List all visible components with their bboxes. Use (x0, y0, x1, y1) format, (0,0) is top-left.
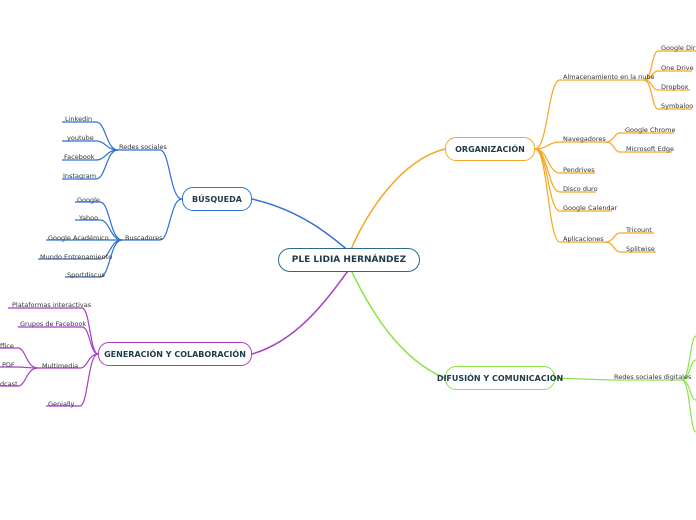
branch-busqueda (251, 198, 351, 253)
leaf-symbaloo[interactable]: Symbaloo (661, 102, 694, 110)
leaf-youtube[interactable]: youtube (67, 134, 94, 142)
node-busqueda[interactable]: BÚSQUEDA (182, 187, 252, 211)
leaf-buscadores[interactable]: Buscadores (125, 234, 163, 242)
branch-generacion (251, 267, 351, 355)
busqueda-lines (38, 121, 183, 278)
leaf-podcast[interactable]: dcast (0, 380, 18, 388)
leaf-yahoo[interactable]: Yahoo (79, 214, 99, 222)
leaf-office[interactable]: ffice (0, 342, 14, 350)
difusion-lines (554, 335, 696, 433)
leaf-sportdiscus[interactable]: Sportdiscus (67, 271, 105, 279)
leaf-google-academico[interactable]: Google Académico (48, 234, 109, 242)
leaf-redes-sociales-digitales[interactable]: Redes sociales digitales (614, 373, 692, 381)
node-organizacion[interactable]: ORGANIZACIÓN (445, 137, 535, 161)
leaf-mundo-entrenamiento[interactable]: Mundo Entrenamiento (40, 253, 113, 261)
leaf-pdf[interactable]: PDF (2, 361, 15, 369)
leaf-linkedin[interactable]: Linkedin (65, 115, 93, 123)
leaf-splitwise[interactable]: Splitwise (626, 245, 655, 253)
leaf-tricount[interactable]: Tricount (626, 226, 652, 234)
leaf-disco-duro[interactable]: Disco duro (563, 185, 598, 193)
leaf-dropbox[interactable]: Dropbox (661, 83, 689, 91)
node-difusion[interactable]: DIFUSIÓN Y COMUNICACIÓN (437, 366, 563, 390)
leaf-google[interactable]: Google (77, 196, 100, 204)
generacion-lines (0, 307, 99, 407)
leaf-multimedia[interactable]: Multimedia (42, 362, 79, 370)
leaf-one-drive[interactable]: One Drive (661, 64, 694, 72)
leaf-aplicaciones[interactable]: Aplicaciones (563, 235, 604, 243)
leaf-plataformas-interactivas[interactable]: Plataformas interactivas (12, 301, 92, 309)
branch-organizacion (349, 148, 446, 253)
leaf-navegadores[interactable]: Navegadores (563, 135, 606, 143)
leaf-grupos-facebook[interactable]: Grupos de Facebook (20, 320, 87, 328)
leaf-google-calendar[interactable]: Google Calendar (563, 204, 618, 212)
central-node[interactable]: PLE LIDIA HERNÁNDEZ (278, 248, 420, 272)
leaf-almacenamiento-nube[interactable]: Almacenamiento en la nube (563, 73, 655, 81)
leaf-google-drive[interactable]: Google Dirve (661, 44, 696, 52)
leaf-microsoft-edge[interactable]: Microsoft Edge (626, 145, 675, 153)
node-generacion[interactable]: GENERACIÓN Y COLABORACIÓN (98, 342, 252, 366)
leaf-genially[interactable]: Genially (48, 400, 75, 408)
leaf-google-chrome[interactable]: Google Chrome (625, 126, 676, 134)
organizacion-lines (534, 50, 696, 253)
leaf-pendrives[interactable]: Pendrives (563, 166, 595, 174)
leaf-facebook[interactable]: Facebook (64, 153, 95, 161)
leaf-redes-sociales[interactable]: Redes sociales (119, 143, 167, 151)
branch-difusion (349, 267, 446, 379)
leaf-instagram[interactable]: Instagram (63, 172, 97, 180)
